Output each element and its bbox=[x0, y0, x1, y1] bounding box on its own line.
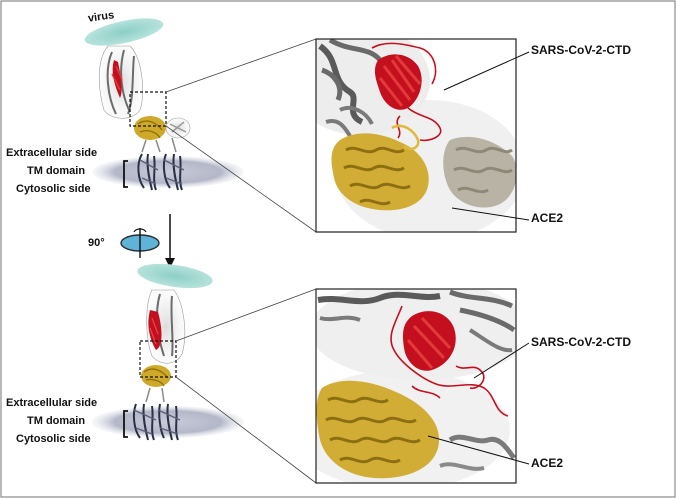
ctd-ribbon-bottom bbox=[390, 305, 509, 417]
gray-lower-right-bottom bbox=[439, 434, 516, 471]
zoom-panel-bottom bbox=[315, 288, 530, 484]
virus-membrane-bottom bbox=[137, 263, 213, 289]
ace2-ribbon-bottom bbox=[316, 380, 440, 479]
zoom-line-top-upper bbox=[165, 38, 317, 93]
zoom-box-top bbox=[129, 91, 167, 127]
b0at1-helices-top bbox=[169, 121, 187, 133]
ace2-ribbon-top bbox=[331, 124, 429, 211]
ctd-ribbon-top bbox=[371, 42, 442, 142]
ace2-helices-bottom bbox=[143, 368, 169, 387]
tm-domain-bottom bbox=[132, 403, 181, 441]
bottom-overview bbox=[92, 263, 317, 484]
tm-domain-label-bottom: TM domain bbox=[27, 415, 86, 427]
extracellular-label-top: Extracellular side bbox=[6, 147, 98, 159]
neck-bottom bbox=[145, 387, 165, 403]
neck-top bbox=[141, 137, 177, 153]
cytosolic-label-top: Cytosolic side bbox=[16, 183, 91, 195]
zoom-panel-top bbox=[315, 38, 530, 233]
zoom-panel-bottom-frame bbox=[315, 288, 517, 484]
extracellular-label-bottom: Extracellular side bbox=[6, 397, 98, 409]
zoom-line-bottom-upper bbox=[175, 288, 317, 342]
ctd-leader-bottom bbox=[473, 342, 530, 379]
gray-spike-ribbons-bottom bbox=[317, 289, 516, 353]
ace2-label-bottom: ACE2 bbox=[531, 456, 564, 470]
ace2-leader-top bbox=[451, 207, 530, 221]
cytosolic-label-bottom: Cytosolic side bbox=[16, 433, 91, 445]
zoom-line-top-lower bbox=[165, 125, 317, 233]
spike-chains bbox=[106, 49, 135, 115]
ctd-label-top: SARS-CoV-2-CTD bbox=[531, 43, 632, 57]
tm-bracket-top bbox=[123, 160, 128, 188]
ace2-helices-top bbox=[137, 120, 163, 139]
zoom-box-bottom bbox=[139, 340, 177, 378]
ace2-label-top: ACE2 bbox=[531, 211, 564, 225]
rotation-arrowhead bbox=[165, 258, 175, 268]
tm-domain-top bbox=[137, 153, 185, 191]
rotation-curl bbox=[133, 228, 147, 233]
rotation-indicator bbox=[120, 214, 175, 268]
b0at1-ribbon-top bbox=[443, 136, 516, 208]
gray-spike-ribbons-top bbox=[318, 39, 382, 138]
ctd-leader-top bbox=[443, 51, 530, 91]
cell-membrane-top bbox=[92, 156, 244, 188]
top-overview bbox=[84, 18, 317, 233]
zoom-line-bottom-lower bbox=[175, 376, 317, 484]
ctd-label-bottom: SARS-CoV-2-CTD bbox=[531, 335, 632, 349]
spike-ctd-strands bbox=[111, 65, 123, 91]
virus-membrane bbox=[84, 18, 164, 46]
rotation-label: 90° bbox=[88, 237, 105, 249]
tm-domain-label-top: TM domain bbox=[27, 165, 86, 177]
zoom-panel-top-frame bbox=[315, 38, 517, 233]
ace2-gold-bottom bbox=[141, 365, 171, 387]
ace2-leader-bottom bbox=[427, 435, 530, 465]
tm-bracket-bottom bbox=[123, 410, 128, 438]
spike-ctd-red-bottom bbox=[148, 310, 162, 350]
